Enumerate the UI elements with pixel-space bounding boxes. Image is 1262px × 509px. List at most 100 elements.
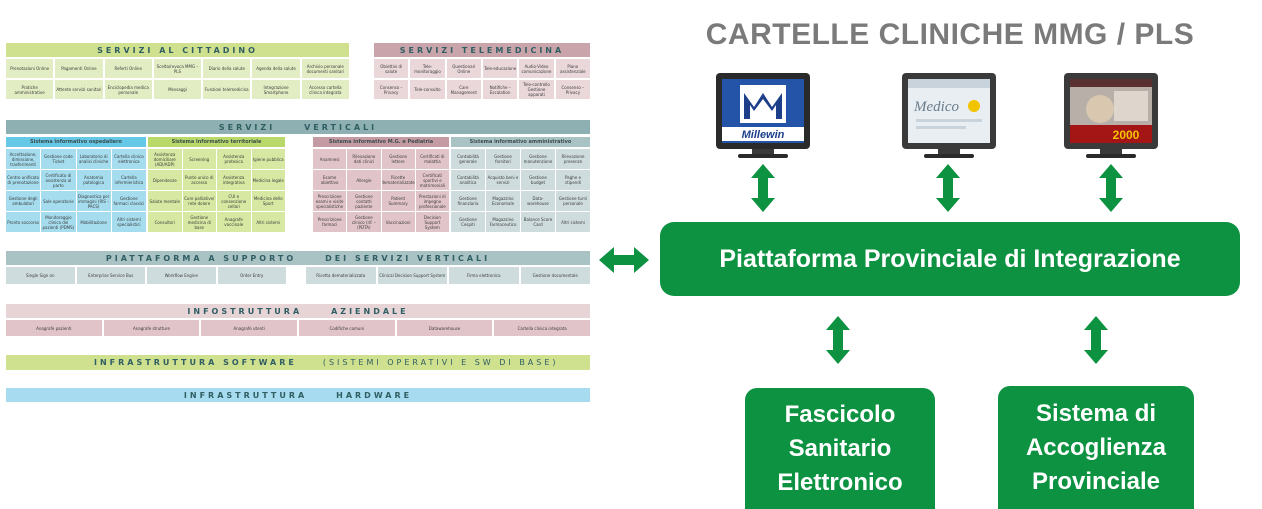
telemedicina-service-cell: Care Management	[446, 80, 481, 99]
verticali-cell: Esame obiettivo	[313, 170, 347, 190]
verticali-cell: Magazzino Farmaceutico	[486, 212, 520, 232]
millewin-logo-text: Millewin	[742, 129, 785, 141]
arrow-platform-accoglienza	[1084, 316, 1108, 364]
cittadino-service-cell: Diario della salute	[203, 59, 251, 78]
infostruttura-cell: Anagrafe utenti	[201, 320, 297, 336]
piattaforma-cell: Single Sign on	[6, 267, 75, 284]
verticali-group-title: Sistema informativo territoriale	[148, 137, 285, 147]
verticali-cell: Accettazione, dimissione, trasferimenti	[6, 149, 41, 169]
verticali-cell: Gestione Cespiti	[451, 212, 485, 232]
telemedicina-service-cell: Consenso – Privacy	[555, 80, 590, 99]
verticali-cell: Gestione clinico (rif. – (PDTA)	[347, 212, 381, 232]
infrastruttura-software-subtitle: (SISTEMI OPERATIVI E SW DI BASE)	[322, 358, 559, 367]
cittadino-service-cell: Funzioni telemedicina	[203, 80, 251, 99]
verticali-cell: Altri sistemi	[556, 212, 590, 232]
profim-logo-icon: 2000	[1070, 79, 1152, 143]
verticali-cell: Altri sistemi	[251, 212, 285, 232]
arrow-platform-fascicolo	[826, 316, 850, 364]
cittadino-service-cell: Integrazione Smartphone	[252, 80, 300, 99]
verticali-cell: Punto unico di accesso	[182, 170, 216, 190]
fascicolo-line-3: Elettronico	[777, 468, 903, 496]
verticali-cell: Contabilità analitica	[451, 170, 485, 190]
verticali-cell: Assistenza protesica	[217, 149, 251, 169]
servizi-verticali-header: SERVIZI VERTICALI	[6, 120, 590, 134]
telemedicina-service-cell: Notifiche – Escalation	[483, 80, 518, 99]
verticali-cell: Cartella infermieristica	[111, 170, 146, 190]
verticali-cell: Igiene pubblica	[251, 149, 285, 169]
platform-label: Piattaforma Provinciale di Integrazione	[719, 244, 1181, 273]
piattaforma-cell: Firma elettronica	[449, 267, 519, 284]
infostruttura-header: INFOSTRUTTURA AZIENDALE	[6, 304, 590, 318]
telemedicina-service-cell: Audio-Video comunicazione	[519, 59, 554, 78]
verticali-cell: Laboratorio di analisi cliniche	[76, 149, 111, 169]
verticali-cell: Contabilità generale	[451, 149, 485, 169]
telemedicina-service-cell: Questionari Online	[446, 59, 481, 78]
verticali-cell: Data-warehouse	[521, 191, 555, 211]
servizi-telemedicina-header: SERVIZI TELEMEDICINA	[374, 43, 590, 57]
infostruttura-cell: Anagrafe pazienti	[6, 320, 102, 336]
telemedicina-service-cell: Tele-consulto	[410, 80, 445, 99]
accoglienza-line-2: Accoglienza	[1025, 433, 1167, 461]
servizi-cittadino-header: SERVIZI AL CITTADINO	[6, 43, 349, 57]
cittadino-service-cell: Archivio personale documenti sanitari	[301, 59, 349, 78]
verticali-cell: Certificati di malattia	[415, 149, 449, 169]
cittadino-service-cell: Pratiche amministrative	[6, 80, 54, 99]
diagram-title: CARTELLE CLINICHE MMG / PLS	[705, 18, 1195, 51]
verticali-cell: Gestione manutenzione	[521, 149, 555, 169]
verticali-cell: Magazzino Economale	[486, 191, 520, 211]
verticali-cell: Gestione turni personale	[556, 191, 590, 211]
verticali-cell: Patient Summary	[381, 191, 415, 211]
cittadino-service-cell: Accesso cartella clinica integrata	[301, 80, 349, 99]
infrastruttura-hardware-band: INFRASTRUTTURA HARDWARE	[6, 388, 590, 402]
telemedicina-service-cell: Tele-controllo Gestione apparati	[519, 80, 554, 99]
verticali-cell: Dipendenze	[148, 170, 182, 190]
verticali-cell: Acquisto beni e servizi	[486, 170, 520, 190]
fascicolo-line-2: Sanitario	[788, 434, 892, 462]
architecture-panel: SERVIZI AL CITTADINO Prenotazioni Online…	[0, 0, 595, 410]
fascicolo-line-1: Fascicolo	[784, 400, 896, 428]
verticali-cell: Cartella clinica elettronica	[111, 149, 146, 169]
verticali-cell: Gestione fornitori	[486, 149, 520, 169]
verticali-cell: Gestione finanziaria	[451, 191, 485, 211]
cittadino-service-cell: Referti Online	[104, 59, 152, 78]
piattaforma-cell: Workflow Engine	[147, 267, 216, 284]
piattaforma-cell: Order Entry	[217, 267, 286, 284]
infostruttura-cell: Anagrafe strutture	[103, 320, 200, 336]
profim-logo-text: 2000	[1113, 128, 1140, 142]
verticali-cell: Certificati sportivi e matrimoniali	[415, 170, 449, 190]
monitor-profim: 2000	[1064, 73, 1158, 149]
cittadino-service-cell: Enciclopedia medica personale	[104, 80, 152, 99]
verticali-cell: Anamnesi	[313, 149, 347, 169]
verticali-cell: Prestazioni di impegno professionale	[415, 191, 449, 211]
accoglienza-line-3: Provinciale	[1031, 467, 1161, 495]
verticali-cell: Consultori	[148, 212, 182, 232]
verticali-group-title: Sistema informativo amministrativo	[451, 137, 590, 147]
telemedicina-service-cell: Consenso – Privacy	[374, 80, 409, 99]
arrow-profim-platform	[1099, 164, 1123, 212]
verticali-cell: Gestione medicina di base	[182, 212, 216, 232]
verticali-cell: Mobilitazione	[76, 212, 111, 232]
verticali-cell: Cure palliative/ rete dolore	[182, 191, 216, 211]
monitor-millewin: Millewin	[716, 73, 810, 149]
verticali-group-title: Sistema informativo ospedaliero	[6, 137, 146, 147]
verticali-cell: Medicina dello Sport	[251, 191, 285, 211]
verticali-cell: Diagnostica per immagini (RIS – PACS)	[76, 191, 111, 211]
verticali-cell: Prescrizione farmaci	[313, 212, 347, 232]
verticali-cell: Gestione degli ambulatori	[6, 191, 41, 211]
cittadino-service-cell: Attente servizi sanitari	[55, 80, 103, 99]
verticali-cell: Assistenza domiciliare (ADI/ADP)	[148, 149, 182, 169]
verticali-cell: Anatomia patologica	[76, 170, 111, 190]
verticali-cell: Altri sistemi specialistici	[111, 212, 146, 232]
telemedicina-service-cell: Tele-monitoraggio	[410, 59, 445, 78]
verticali-cell: Gestione lettere	[381, 149, 415, 169]
verticali-cell: Balance Score Card	[521, 212, 555, 232]
fascicolo-box: Fascicolo Sanitario Elettronico	[745, 388, 935, 509]
telemedicina-service-cell: Tele-educazione	[483, 59, 518, 78]
piattaforma-cell: Enterprise Service Bus	[76, 267, 145, 284]
verticali-cell: Decision Support System	[415, 212, 449, 232]
verticali-cell: Monitoraggio clinico dei pazienti (PDMS)	[41, 212, 76, 232]
cittadino-service-cell: Pagamenti Online	[55, 59, 103, 78]
piattaforma-cell: Ricetta dematerializzata	[306, 267, 376, 284]
piattaforma-header: PIATTAFORMA A SUPPORTO DEI SERVIZI VERTI…	[6, 251, 590, 265]
medico-logo-text: Medico	[913, 99, 959, 115]
